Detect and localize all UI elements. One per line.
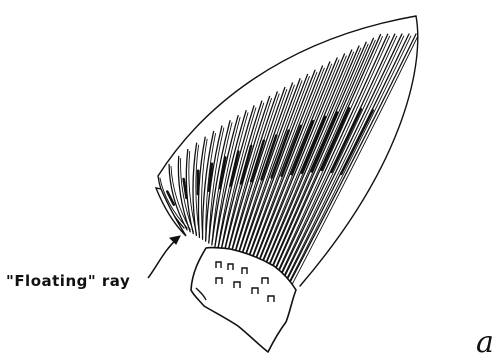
fin-ray xyxy=(277,34,395,284)
fin-rays xyxy=(158,16,418,290)
callout-arrowhead xyxy=(170,236,180,244)
fin-ray xyxy=(267,38,373,278)
fin-ray xyxy=(283,34,409,288)
fin-ray-edge xyxy=(283,36,404,286)
fin-ray xyxy=(258,50,352,273)
fin-ray xyxy=(178,156,190,231)
callout-arrow xyxy=(148,238,178,278)
basal-skeleton xyxy=(191,248,296,352)
fin-ray-edge xyxy=(252,64,332,267)
fin-ray-shading xyxy=(230,151,238,185)
floating-ray-label: "Floating" ray xyxy=(6,272,130,290)
panel-letter: a xyxy=(476,328,494,358)
fin-margin xyxy=(158,16,418,286)
